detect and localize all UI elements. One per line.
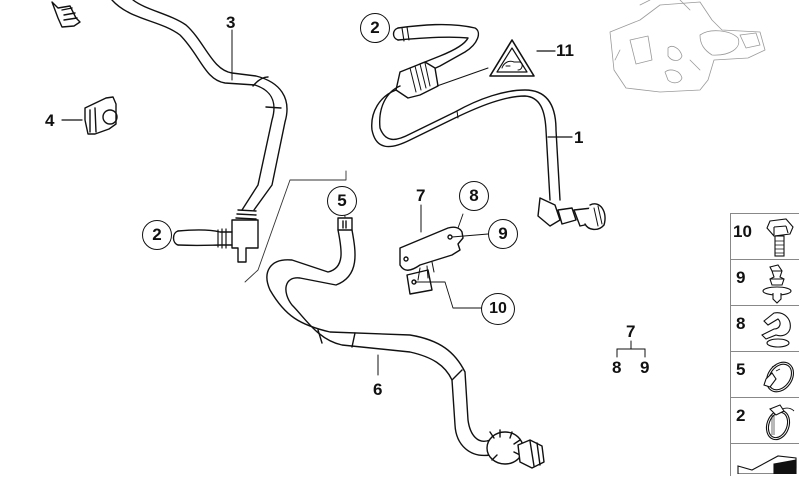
hose-3-icon xyxy=(111,0,288,263)
callout-4: 4 xyxy=(45,111,55,130)
legend-number: 2 xyxy=(736,406,746,425)
callout-1: 1 xyxy=(574,128,584,147)
seal-strip-icon xyxy=(737,455,797,474)
legend-item-2[interactable]: 2 xyxy=(731,398,799,444)
parts-diagram xyxy=(51,0,766,469)
tree-parent-7: 7 xyxy=(626,322,636,341)
callout-9: 9 xyxy=(488,219,518,249)
legend-item-seal[interactable] xyxy=(731,444,799,490)
callout-10: 10 xyxy=(481,293,515,325)
hose-stub-left-icon xyxy=(172,228,233,249)
callout-2-left: 2 xyxy=(142,220,172,250)
warning-label-11-icon xyxy=(489,39,535,77)
hose-clip-icon xyxy=(761,312,791,348)
legend-item-9[interactable]: 9 xyxy=(731,260,799,306)
fuel-line-1-icon xyxy=(371,23,606,231)
legend-number: 5 xyxy=(736,360,746,379)
callout-8: 8 xyxy=(459,181,489,211)
callout-2-top: 2 xyxy=(360,13,390,43)
assembly-tree xyxy=(616,340,646,358)
hex-bolt-icon xyxy=(766,218,794,257)
worm-clamp-icon xyxy=(765,404,795,441)
callout-5: 5 xyxy=(327,186,357,216)
callout-7: 7 xyxy=(416,186,426,205)
legend-item-10[interactable]: 10 xyxy=(731,214,799,260)
clip-rivet-icon xyxy=(762,264,792,304)
connector-top-left-icon xyxy=(51,1,81,28)
callout-3: 3 xyxy=(226,13,236,32)
legend-number: 9 xyxy=(736,268,746,287)
legend-item-5[interactable]: 5 xyxy=(731,352,799,398)
legend-number: 10 xyxy=(733,222,752,241)
callout-11: 11 xyxy=(556,41,574,60)
tree-child-9: 9 xyxy=(640,358,650,377)
callout-6: 6 xyxy=(373,380,383,399)
high-pressure-pump-icon xyxy=(609,0,766,93)
band-clamp-icon xyxy=(763,361,794,393)
legend-number: 8 xyxy=(736,314,746,333)
hose-clip-4-icon xyxy=(84,96,118,135)
tree-child-8: 8 xyxy=(612,358,622,377)
hose-6-icon xyxy=(266,217,545,469)
legend-item-8[interactable]: 8 xyxy=(731,306,799,352)
parts-legend-sidebar: 10 9 8 5 xyxy=(730,213,799,476)
